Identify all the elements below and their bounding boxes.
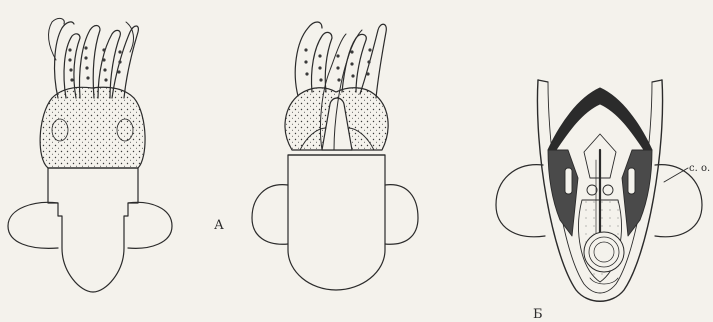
- cartilage-left: [565, 168, 572, 194]
- right-fin: [128, 202, 172, 248]
- arms: [49, 18, 139, 98]
- panel-label-a: А: [214, 218, 224, 233]
- left-fin: [8, 202, 58, 248]
- head: [40, 87, 145, 168]
- left-fin: [496, 165, 545, 237]
- mantle: [288, 155, 385, 290]
- panel-label-b: Б: [533, 307, 543, 322]
- cephalopod-ventral-view: [252, 22, 418, 290]
- annotation-leader: [664, 168, 688, 182]
- right-fin: [655, 165, 702, 237]
- mantle: [48, 168, 138, 292]
- gill-right: [622, 150, 652, 236]
- left-fin: [252, 185, 288, 245]
- gonad: [584, 232, 624, 272]
- right-fin: [385, 185, 418, 245]
- annotation-label: с. о.: [689, 163, 710, 174]
- cartilage-right: [628, 168, 635, 194]
- gill-left: [548, 150, 578, 236]
- cephalopod-dorsal-view: [8, 18, 172, 292]
- cephalopod-mantle-cavity-view: [496, 80, 702, 301]
